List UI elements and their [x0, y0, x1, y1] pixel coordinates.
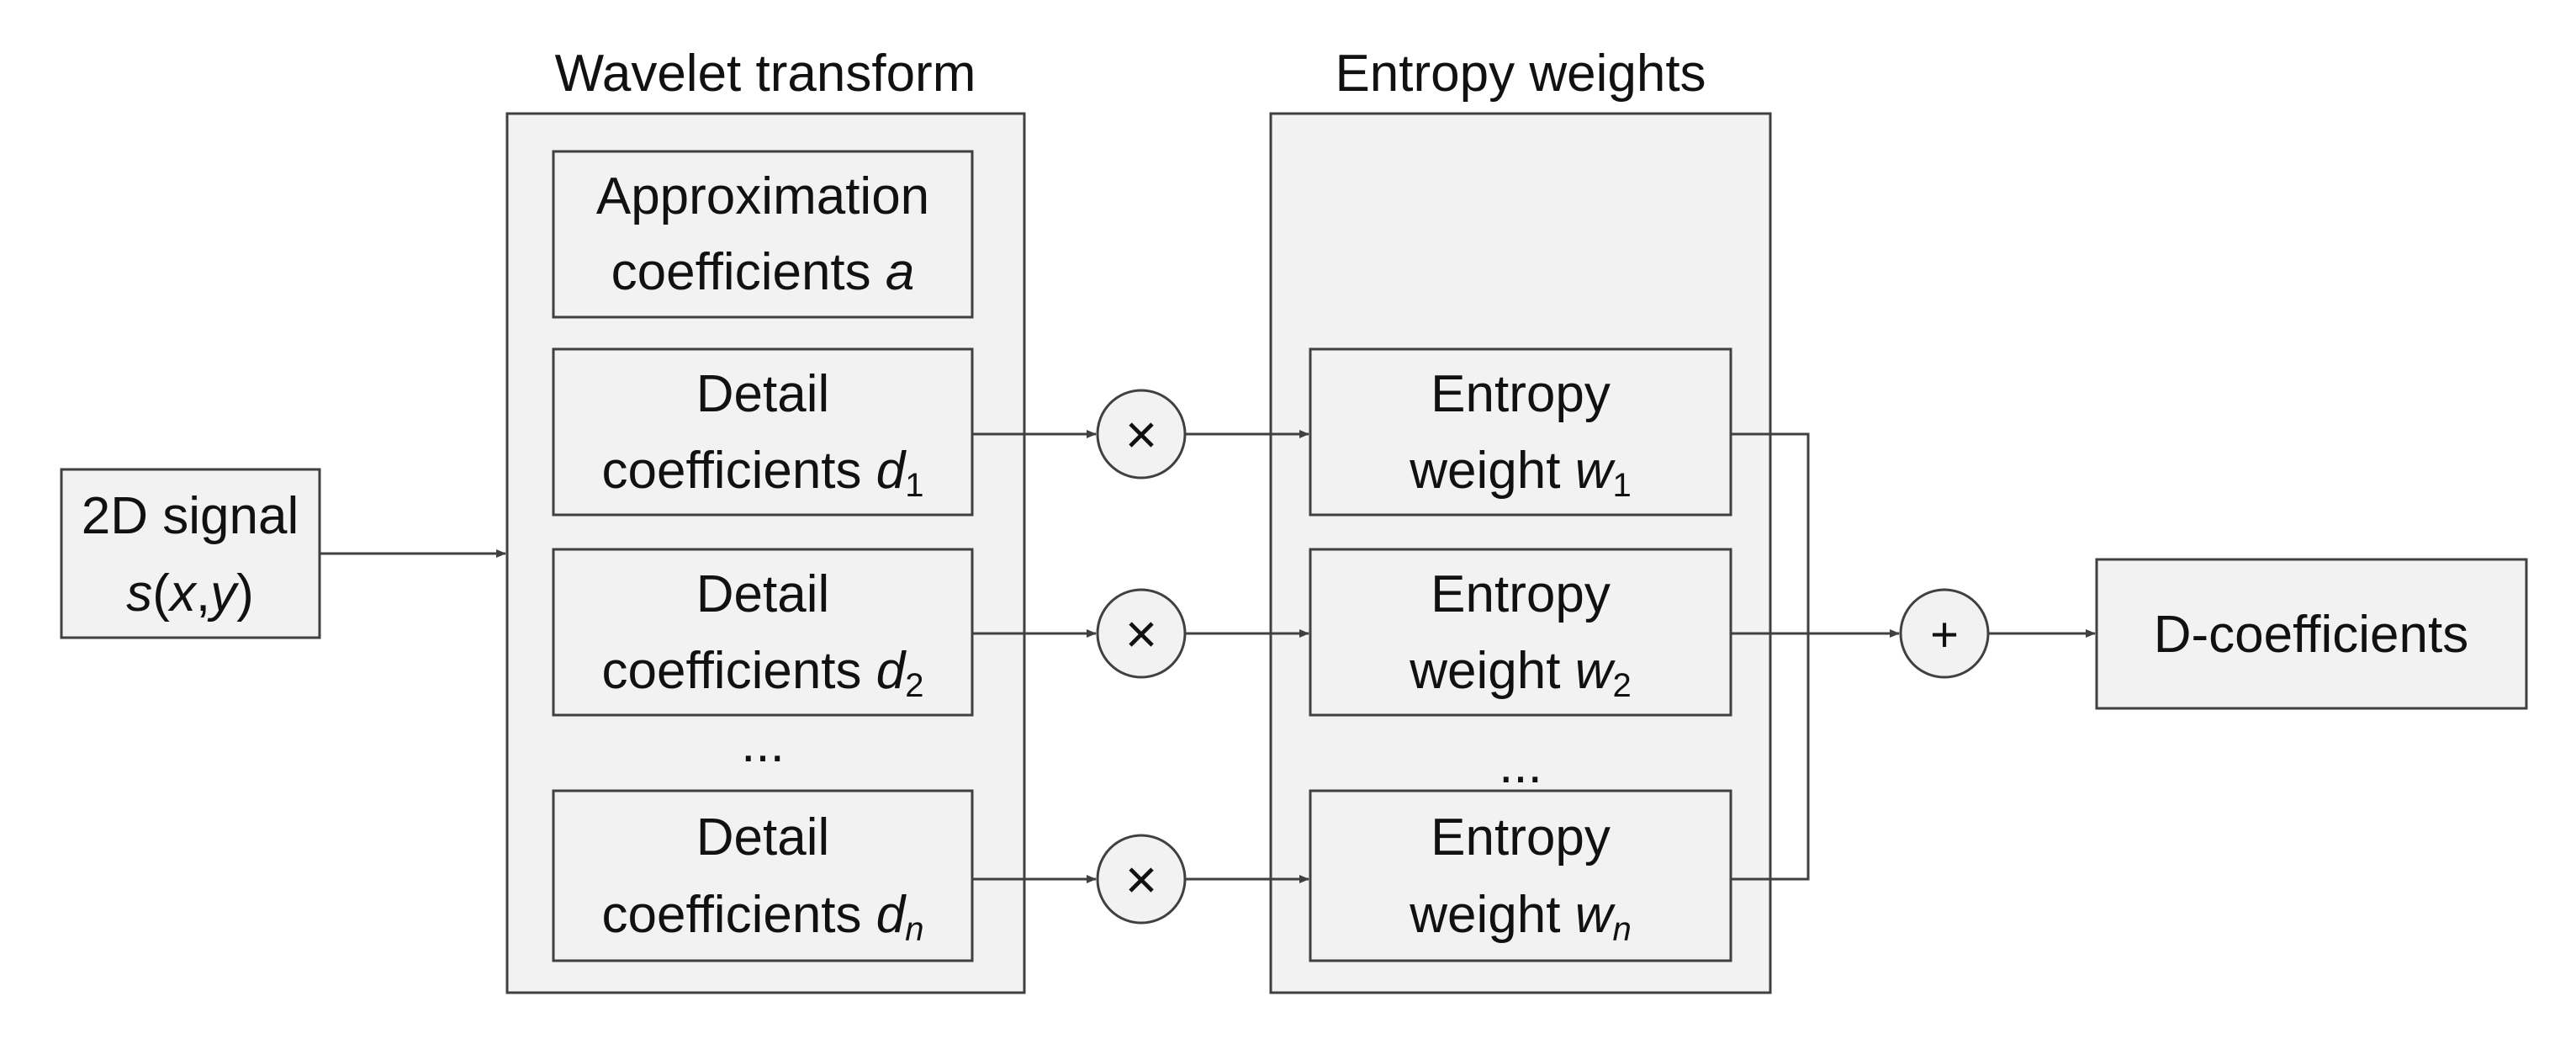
detail-coefficients-n: coefficients dn: [602, 886, 924, 948]
detail-coefficients-2: coefficients d2: [602, 642, 924, 704]
weight-symbol-n: weight wn: [1409, 886, 1631, 948]
weight-label-n: Entropy: [1431, 808, 1611, 866]
wavelet-transform-title: Wavelet transform: [555, 45, 976, 103]
detail-label-2: Detail: [696, 565, 830, 623]
detail-label-n: Detail: [696, 808, 830, 866]
detail-coefficients-1: coefficients d1: [602, 442, 924, 504]
output-box: [2095, 558, 2528, 710]
input-signal-box: [60, 468, 321, 639]
multiply-symbol-1: ×: [1125, 403, 1158, 465]
weight-symbol-1: weight w1: [1409, 442, 1631, 504]
entropy-weights-title: Entropy weights: [1335, 45, 1706, 103]
detail-box-n: [552, 789, 974, 962]
sum-symbol: +: [1930, 607, 1959, 662]
approximation-coefficients-label: coefficients a: [611, 243, 915, 301]
detail-ellipsis: ...: [741, 715, 785, 773]
weight-ellipsis: ...: [1499, 736, 1542, 794]
weight-n-to-sum-connector: [1731, 633, 1810, 881]
multiply-symbol-2: ×: [1125, 602, 1158, 665]
detail-box-1: [552, 347, 974, 517]
weight-label-2: Entropy: [1431, 565, 1611, 623]
weight-label-1: Entropy: [1431, 365, 1611, 423]
input-signal-label: 2D signal: [82, 487, 299, 545]
approximation-label: Approximation: [596, 167, 929, 225]
approximation-box: [552, 150, 974, 319]
weight-1-to-sum-connector: [1731, 432, 1810, 633]
multiply-symbol-n: ×: [1125, 848, 1158, 910]
weight-symbol-2: weight w2: [1409, 642, 1631, 704]
detail-label-1: Detail: [696, 365, 830, 423]
detail-box-2: [552, 548, 974, 717]
output-label: D-coefficients: [2154, 606, 2468, 664]
weight-box-1: [1309, 347, 1732, 517]
weight-box-n: [1309, 789, 1732, 962]
weight-box-2: [1309, 548, 1732, 717]
input-signal-formula: s(x,y): [126, 564, 254, 623]
